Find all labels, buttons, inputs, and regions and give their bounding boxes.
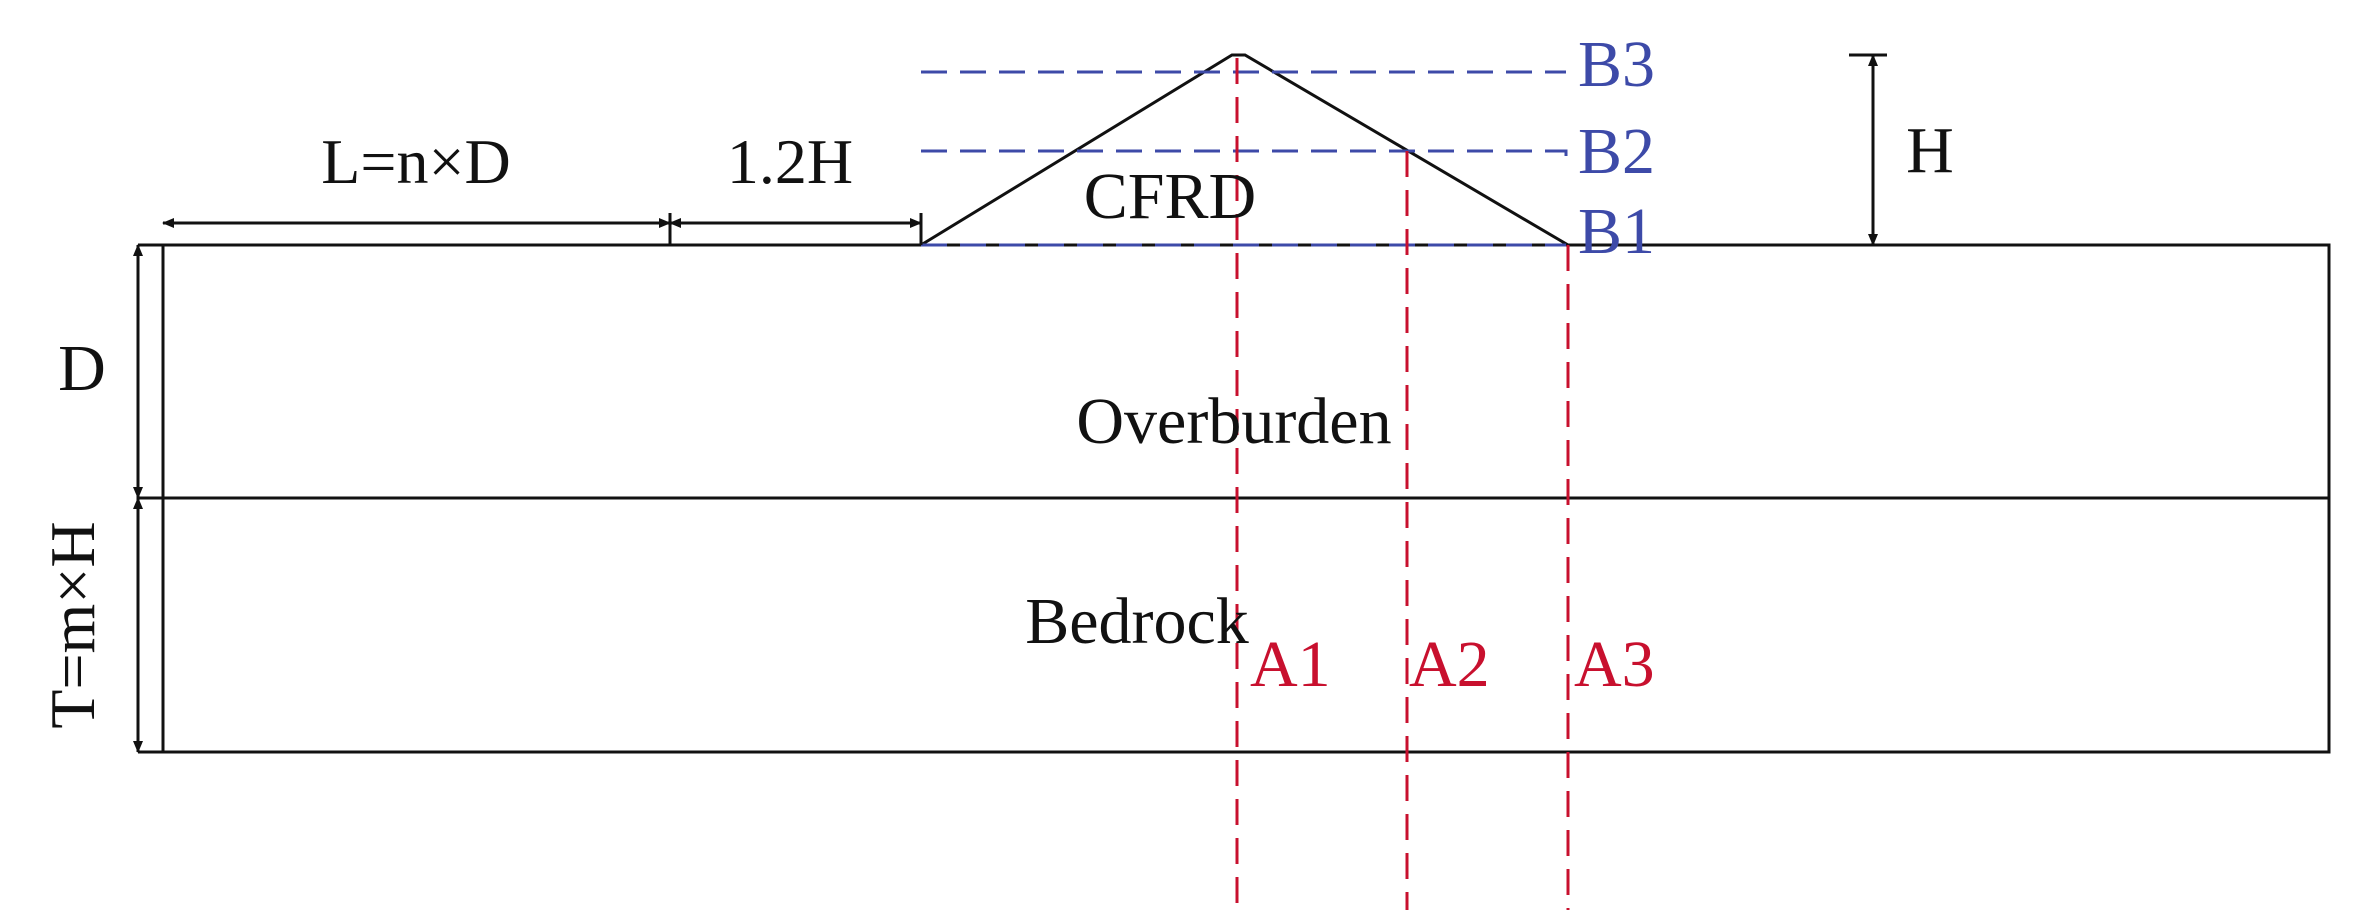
label-b3: B3 bbox=[1578, 28, 1655, 101]
label-gap: 1.2H bbox=[727, 126, 853, 197]
label-a3: A3 bbox=[1574, 628, 1655, 701]
label-l: L=n×D bbox=[321, 126, 511, 197]
label-bedrock: Bedrock bbox=[1025, 585, 1249, 658]
label-h: H bbox=[1906, 114, 1954, 187]
label-overburden: Overburden bbox=[1076, 385, 1391, 458]
label-b1: B1 bbox=[1578, 195, 1655, 268]
label-t: T=m×H bbox=[37, 521, 108, 728]
label-d: D bbox=[58, 332, 106, 405]
label-a1: A1 bbox=[1250, 628, 1331, 701]
label-cfrd: CFRD bbox=[1084, 160, 1256, 233]
label-b2: B2 bbox=[1578, 115, 1655, 188]
line-b2 bbox=[921, 149, 1568, 163]
label-a2: A2 bbox=[1409, 628, 1490, 701]
